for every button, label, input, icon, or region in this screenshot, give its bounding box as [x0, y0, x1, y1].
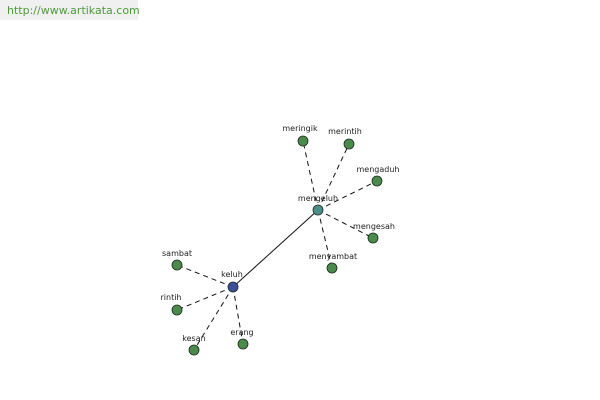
edge-mengeluh-mengesah [317, 209, 374, 239]
edge-mengeluh-menyambat [317, 209, 333, 269]
node-label-kesan: kesan [182, 334, 205, 343]
edge-keluh-kesan [193, 286, 234, 351]
node-label-mengeluh: mengeluh [298, 194, 338, 203]
node-label-mengesah: mengesah [353, 222, 395, 231]
edge-keluh-mengeluh [232, 209, 319, 288]
node-merintih[interactable] [343, 138, 355, 150]
node-keluh[interactable] [227, 281, 239, 293]
node-rintih[interactable] [171, 304, 183, 316]
edges-layer [176, 140, 378, 351]
node-meringik[interactable] [297, 135, 309, 147]
node-erang[interactable] [237, 338, 249, 350]
edge-mengeluh-mengaduh [317, 180, 378, 211]
node-menyambat[interactable] [326, 262, 338, 274]
node-mengaduh[interactable] [371, 175, 383, 187]
node-label-rintih: rintih [160, 293, 181, 302]
source-watermark: http://www.artikata.com [0, 0, 140, 20]
node-label-mengaduh: mengaduh [357, 165, 400, 174]
node-label-sambat: sambat [162, 249, 192, 258]
edge-keluh-erang [232, 286, 244, 345]
node-label-merintih: merintih [328, 127, 362, 136]
node-label-meringik: meringik [282, 124, 318, 133]
nodes-layer [171, 135, 383, 356]
node-label-menyambat: menyambat [309, 252, 357, 261]
node-mengesah[interactable] [367, 232, 379, 244]
edge-keluh-sambat [176, 264, 234, 288]
node-label-erang: erang [230, 328, 253, 337]
node-mengeluh[interactable] [312, 204, 324, 216]
node-label-keluh: keluh [221, 270, 243, 279]
edge-keluh-rintih [176, 286, 234, 311]
labels-layer: keluh mengeluh meringik merintih mengaduh men… [160, 124, 399, 343]
edge-mengeluh-merintih [317, 143, 350, 211]
node-sambat[interactable] [171, 259, 183, 271]
edge-mengeluh-meringik [302, 140, 319, 211]
node-kesan[interactable] [188, 344, 200, 356]
